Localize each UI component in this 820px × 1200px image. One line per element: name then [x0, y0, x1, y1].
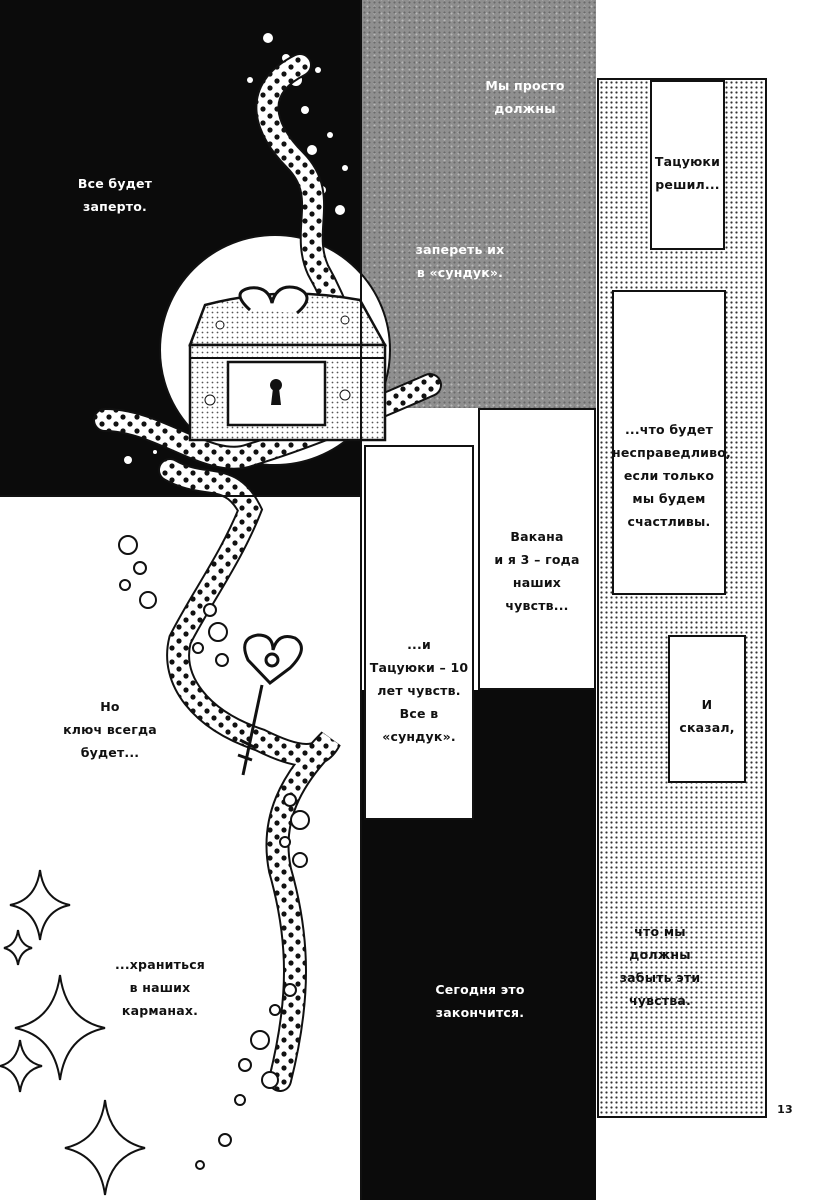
heart-key-illustration	[237, 633, 303, 776]
bubble-circles	[118, 535, 310, 1170]
four-point-sparkles	[0, 869, 146, 1196]
page-number: 13	[777, 1103, 793, 1116]
caption-unfair: ...что будет несправедливо, если только …	[612, 422, 731, 529]
box-and-said	[668, 635, 746, 783]
box-wakana	[478, 408, 596, 690]
box-tatsuyuki-ten	[364, 445, 474, 820]
caption-lock-in-chest: запереть их в «сундук».	[415, 242, 505, 280]
treasure-chest-illustration	[188, 285, 388, 442]
panel-dotted-right-column	[597, 78, 767, 1118]
box-unfair	[612, 290, 726, 595]
caption-wakana-three-years: Вакана и я 3 – года наших чувств...	[494, 529, 580, 613]
caption-we-just-must: Мы просто должны	[485, 78, 565, 116]
caption-kept-in-pockets: ...храниться в наших карманах.	[114, 957, 206, 1018]
box-tatsuyuki-decided	[650, 80, 725, 250]
caption-tatsuyuki-ten-years: ...и Тацуюки – 10 лет чувств. Все в «сун…	[369, 637, 469, 744]
caption-today-ends: Сегодня это закончится.	[435, 982, 525, 1020]
panel-screentone-top-center	[362, 0, 596, 408]
caption-but-key: Но ключ всегда будет...	[63, 699, 157, 760]
panel-borders	[0, 0, 362, 1200]
caption-forget-feelings: что мы должны забыть эти чувства.	[619, 924, 701, 1008]
caption-tatsuyuki-decided: Тацуюки решил...	[654, 154, 721, 192]
caption-and-said: И сказал,	[679, 697, 735, 735]
caption-everything-locked: Все будет заперто.	[77, 176, 153, 214]
